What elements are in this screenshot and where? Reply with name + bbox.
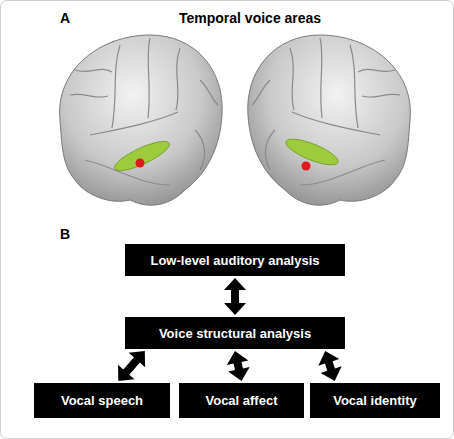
double-arrow bbox=[227, 351, 250, 381]
panel-letter: B bbox=[60, 226, 70, 242]
double-arrow bbox=[318, 351, 341, 381]
process-box: Vocal speech bbox=[34, 383, 170, 418]
panel-letter: A bbox=[60, 10, 70, 26]
double-arrow bbox=[118, 351, 145, 381]
process-box: Low-level auditory analysis bbox=[125, 244, 345, 276]
process-box: Vocal identity bbox=[310, 383, 440, 418]
panel-title: Temporal voice areas bbox=[179, 10, 321, 26]
box-label: Low-level auditory analysis bbox=[150, 253, 319, 268]
process-box: Voice structural analysis bbox=[125, 317, 345, 349]
box-label: Voice structural analysis bbox=[159, 326, 311, 341]
box-label: Vocal affect bbox=[205, 393, 277, 408]
process-box: Vocal affect bbox=[179, 383, 304, 418]
right-brain bbox=[248, 35, 411, 205]
left-brain bbox=[60, 35, 223, 205]
box-label: Vocal identity bbox=[333, 393, 417, 408]
box-label: Vocal speech bbox=[61, 393, 143, 408]
double-arrow bbox=[224, 278, 246, 315]
